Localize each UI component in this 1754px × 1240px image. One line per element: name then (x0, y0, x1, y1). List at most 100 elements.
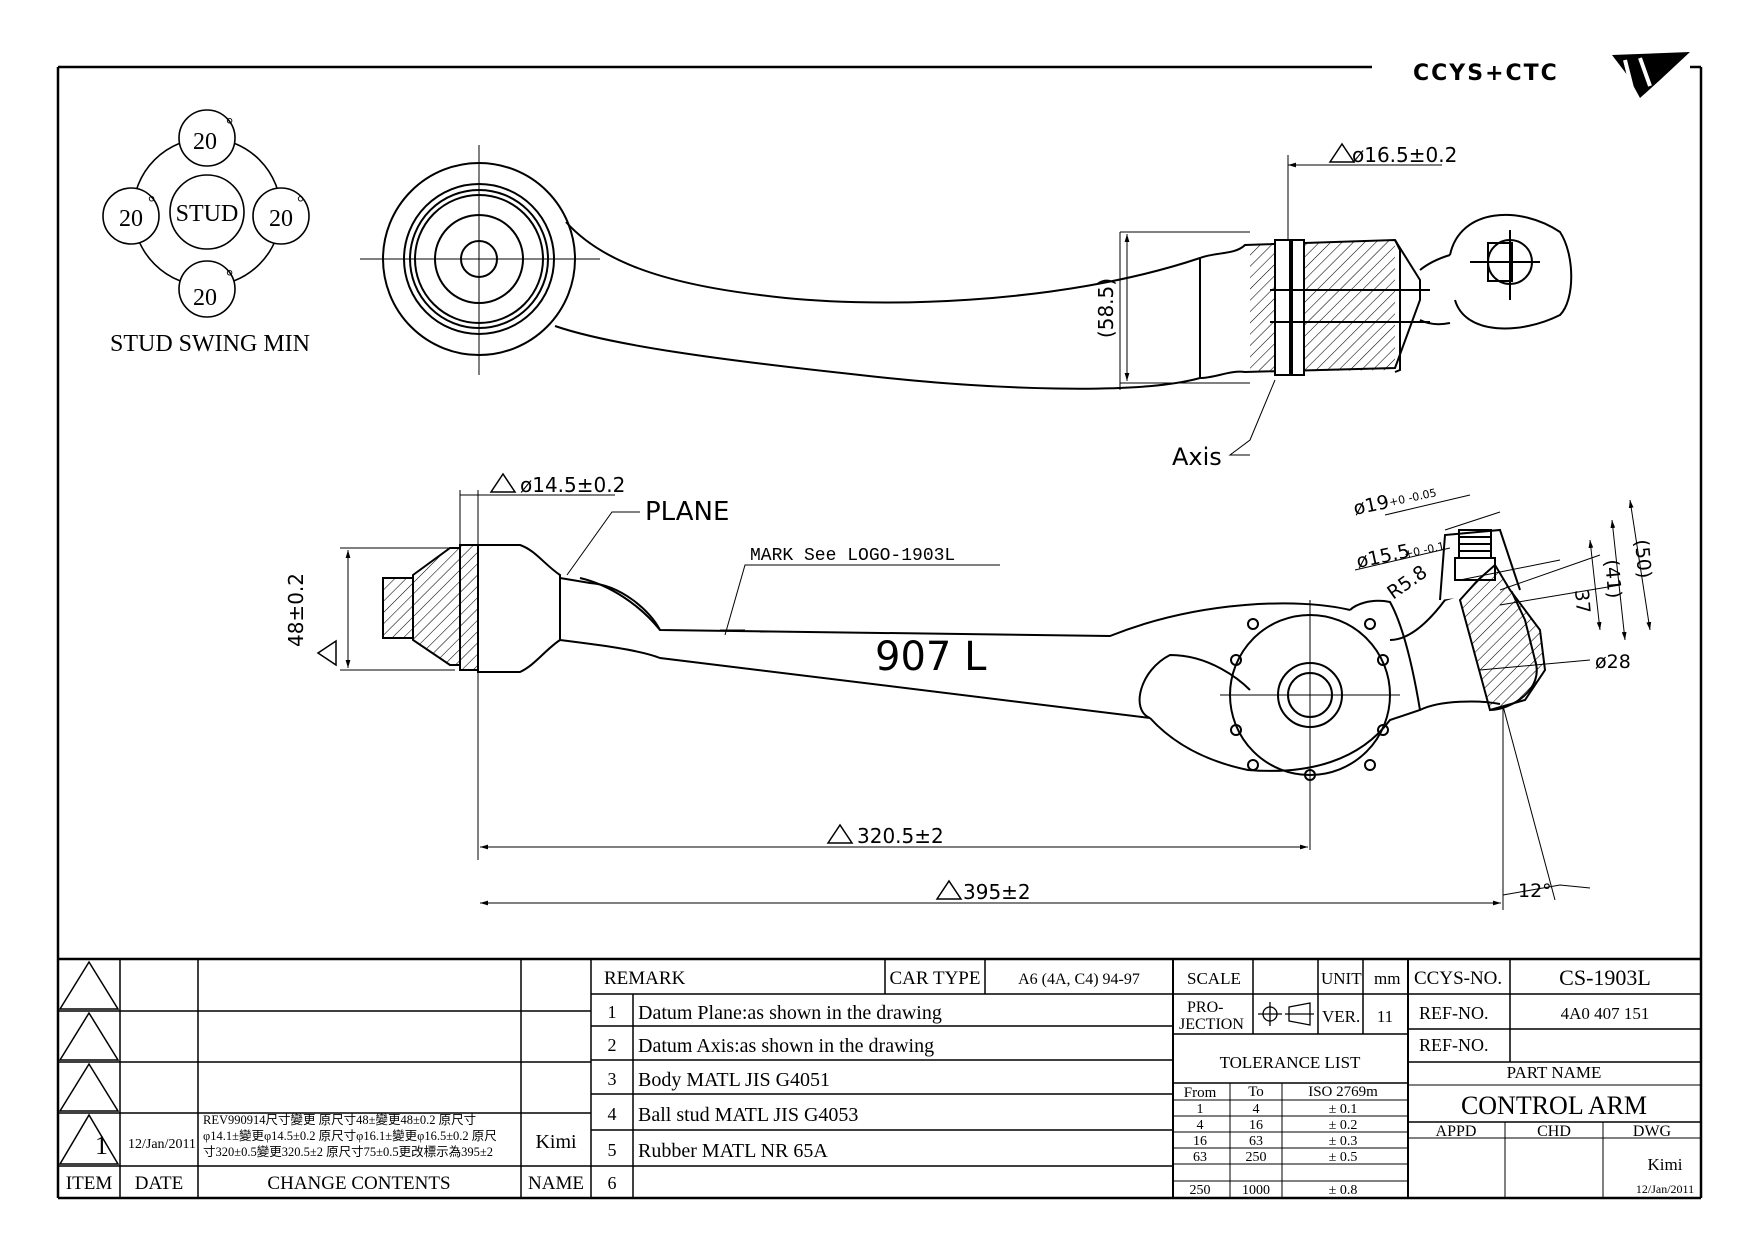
tol-to-5: 1000 (1242, 1183, 1270, 1198)
dwg-label: DWG (1633, 1123, 1672, 1140)
height-dim-top: (58.5) (1094, 278, 1118, 338)
remark-no-2: 2 (608, 1035, 617, 1055)
chd-label: CHD (1537, 1123, 1571, 1140)
tol-val-3: ± 0.3 (1329, 1134, 1358, 1149)
ccys-no-label: CCYS-NO. (1414, 968, 1502, 989)
rev-item-1: 1 (95, 1131, 108, 1160)
ref-no-label-2: REF-NO. (1419, 1035, 1489, 1055)
top-view-arm (382, 162, 1573, 390)
bushing-diameter-top: ø16.5±0.2 (1352, 143, 1457, 167)
tol-header-from: From (1184, 1085, 1217, 1101)
projection-label-1: PRO- (1187, 999, 1223, 1016)
rev-contents-1c: 寸320±0.5變更320.5±2 原尺寸75±0.5更改標示為395±2 (203, 1144, 493, 1159)
d155-dim: ø15.5 (1354, 540, 1411, 573)
tol-to-4: 250 (1246, 1150, 1267, 1165)
logo-text: CCYS+CTC (1413, 61, 1559, 86)
remark-no-6: 6 (608, 1173, 617, 1193)
remark-text-5: Rubber MATL NR 65A (638, 1140, 828, 1162)
stud-circle (169, 174, 245, 250)
sheet-border (56, 65, 1703, 1200)
tol-header-to: To (1248, 1084, 1264, 1100)
remark-no-1: 1 (608, 1002, 617, 1022)
rev-date-1: 12/Jan/2011 (128, 1137, 196, 1152)
part-name-label: PART NAME (1507, 1063, 1602, 1082)
d19-dim: ø19 (1351, 491, 1391, 520)
tol-val-2: ± 0.2 (1329, 1118, 1358, 1133)
top-view-dimensions (1120, 162, 1442, 456)
unit-label: UNIT (1321, 969, 1362, 988)
d155-tol: +0 -0.1 (1403, 540, 1446, 561)
stud-swing-labels: STUD 20 20 20 20 ° ° ° ° STUD SWING MIN (110, 114, 310, 357)
projection-symbol-icon (1258, 1002, 1314, 1026)
angle-top: 20 (193, 129, 217, 155)
ccys-no-value: CS-1903L (1559, 965, 1651, 990)
dim-50: (50) (1630, 539, 1655, 580)
part-mark: 907 L (875, 634, 987, 680)
tolerance-title: TOLERANCE LIST (1220, 1053, 1361, 1072)
stud-swing-diagram (102, 109, 310, 318)
brand-logo: CCYS+CTC (1413, 52, 1690, 98)
remark-no-3: 3 (608, 1069, 617, 1089)
angle-bottom: 20 (193, 285, 217, 311)
degree-mark-bottom: ° (226, 266, 233, 286)
height-dim-bottom: 48±0.2 (284, 573, 308, 647)
revision-table: 1 12/Jan/2011 REV990914尺寸變更 原尺寸48±變更48±0… (66, 1112, 584, 1194)
tol-header-std: ISO 2769m (1308, 1084, 1378, 1100)
tol-from-1: 1 (1197, 1102, 1204, 1117)
remark-table: REMARK CAR TYPE A6 (4A, C4) 94-97 1 Datu… (604, 968, 1140, 1193)
warning-triangle-icon (935, 879, 963, 900)
warning-triangle-icon (826, 823, 854, 844)
angle-left: 20 (119, 206, 143, 232)
drawn-by: Kimi (1648, 1155, 1683, 1174)
scale-label: SCALE (1187, 969, 1241, 988)
projection-label-2: JECTION (1179, 1016, 1244, 1033)
angle-right: 20 (269, 206, 293, 232)
tol-to-1: 4 (1253, 1102, 1260, 1117)
ref-no-label: REF-NO. (1419, 1003, 1489, 1023)
unit-value: mm (1374, 969, 1400, 988)
degree-mark-left: ° (148, 192, 155, 212)
tol-val-4: ± 0.5 (1329, 1150, 1358, 1165)
d28-dim: ø28 (1595, 651, 1631, 673)
angle-12: 12° (1518, 880, 1552, 902)
bottom-view-dimensions (340, 490, 1652, 906)
tol-val-1: ± 0.1 (1329, 1102, 1358, 1117)
remark-no-5: 5 (608, 1140, 617, 1160)
length-320: 320.5±2 (857, 824, 944, 848)
ver-label: VER. (1322, 1007, 1360, 1026)
tol-from-2: 4 (1197, 1118, 1204, 1133)
tol-from-4: 63 (1193, 1150, 1207, 1165)
bottom-view-arm (382, 528, 1547, 781)
car-type-value: A6 (4A, C4) 94-97 (1018, 971, 1140, 988)
rev-contents-1a: REV990914尺寸變更 原尺寸48±變更48±0.2 原尺寸 (203, 1112, 476, 1127)
tol-to-3: 63 (1249, 1134, 1263, 1149)
warning-triangle-icon (489, 472, 517, 493)
degree-mark-right: ° (297, 192, 304, 212)
warning-triangle-icon (1328, 142, 1356, 163)
axis-label: Axis (1172, 443, 1222, 471)
rev-header-date: DATE (135, 1173, 184, 1194)
rev-header-name: NAME (528, 1173, 584, 1194)
tol-from-3: 16 (1193, 1134, 1207, 1149)
warning-triangle-icon (316, 639, 337, 667)
tol-from-5: 250 (1190, 1183, 1211, 1198)
spec-table: SCALE UNIT mm PRO- JECTION VER. 11 TOLER… (1179, 969, 1400, 1198)
dim-37: 37 (1570, 589, 1594, 615)
remark-text-3: Body MATL JIS G4051 (638, 1069, 830, 1091)
rev-header-contents: CHANGE CONTENTS (267, 1173, 450, 1194)
tol-to-2: 16 (1249, 1118, 1263, 1133)
car-type-label: CAR TYPE (890, 968, 981, 989)
tol-val-5: ± 0.8 (1329, 1183, 1358, 1198)
top-view-dimension-text: ø16.5±0.2 (58.5) Axis (1094, 142, 1457, 471)
stud-swing-caption: STUD SWING MIN (110, 331, 310, 357)
title-block-lines (58, 957, 1701, 1198)
bottom-view-dimension-text: ø14.5±0.2 PLANE 48±0.2 MARK See LOGO-190… (284, 472, 1655, 904)
rev-header-item: ITEM (66, 1173, 113, 1194)
bushing-diameter-bottom: ø14.5±0.2 (520, 473, 625, 497)
mark-note: MARK See LOGO-1903L (750, 546, 955, 566)
rev-contents-1b: φ14.1±變更φ14.5±0.2 原尺寸φ16.1±變更φ16.5±0.2 原… (203, 1128, 497, 1143)
radius-dim: R5.8 (1383, 561, 1431, 604)
top-view-center-lines (360, 145, 1289, 390)
length-395: 395±2 (963, 880, 1031, 904)
